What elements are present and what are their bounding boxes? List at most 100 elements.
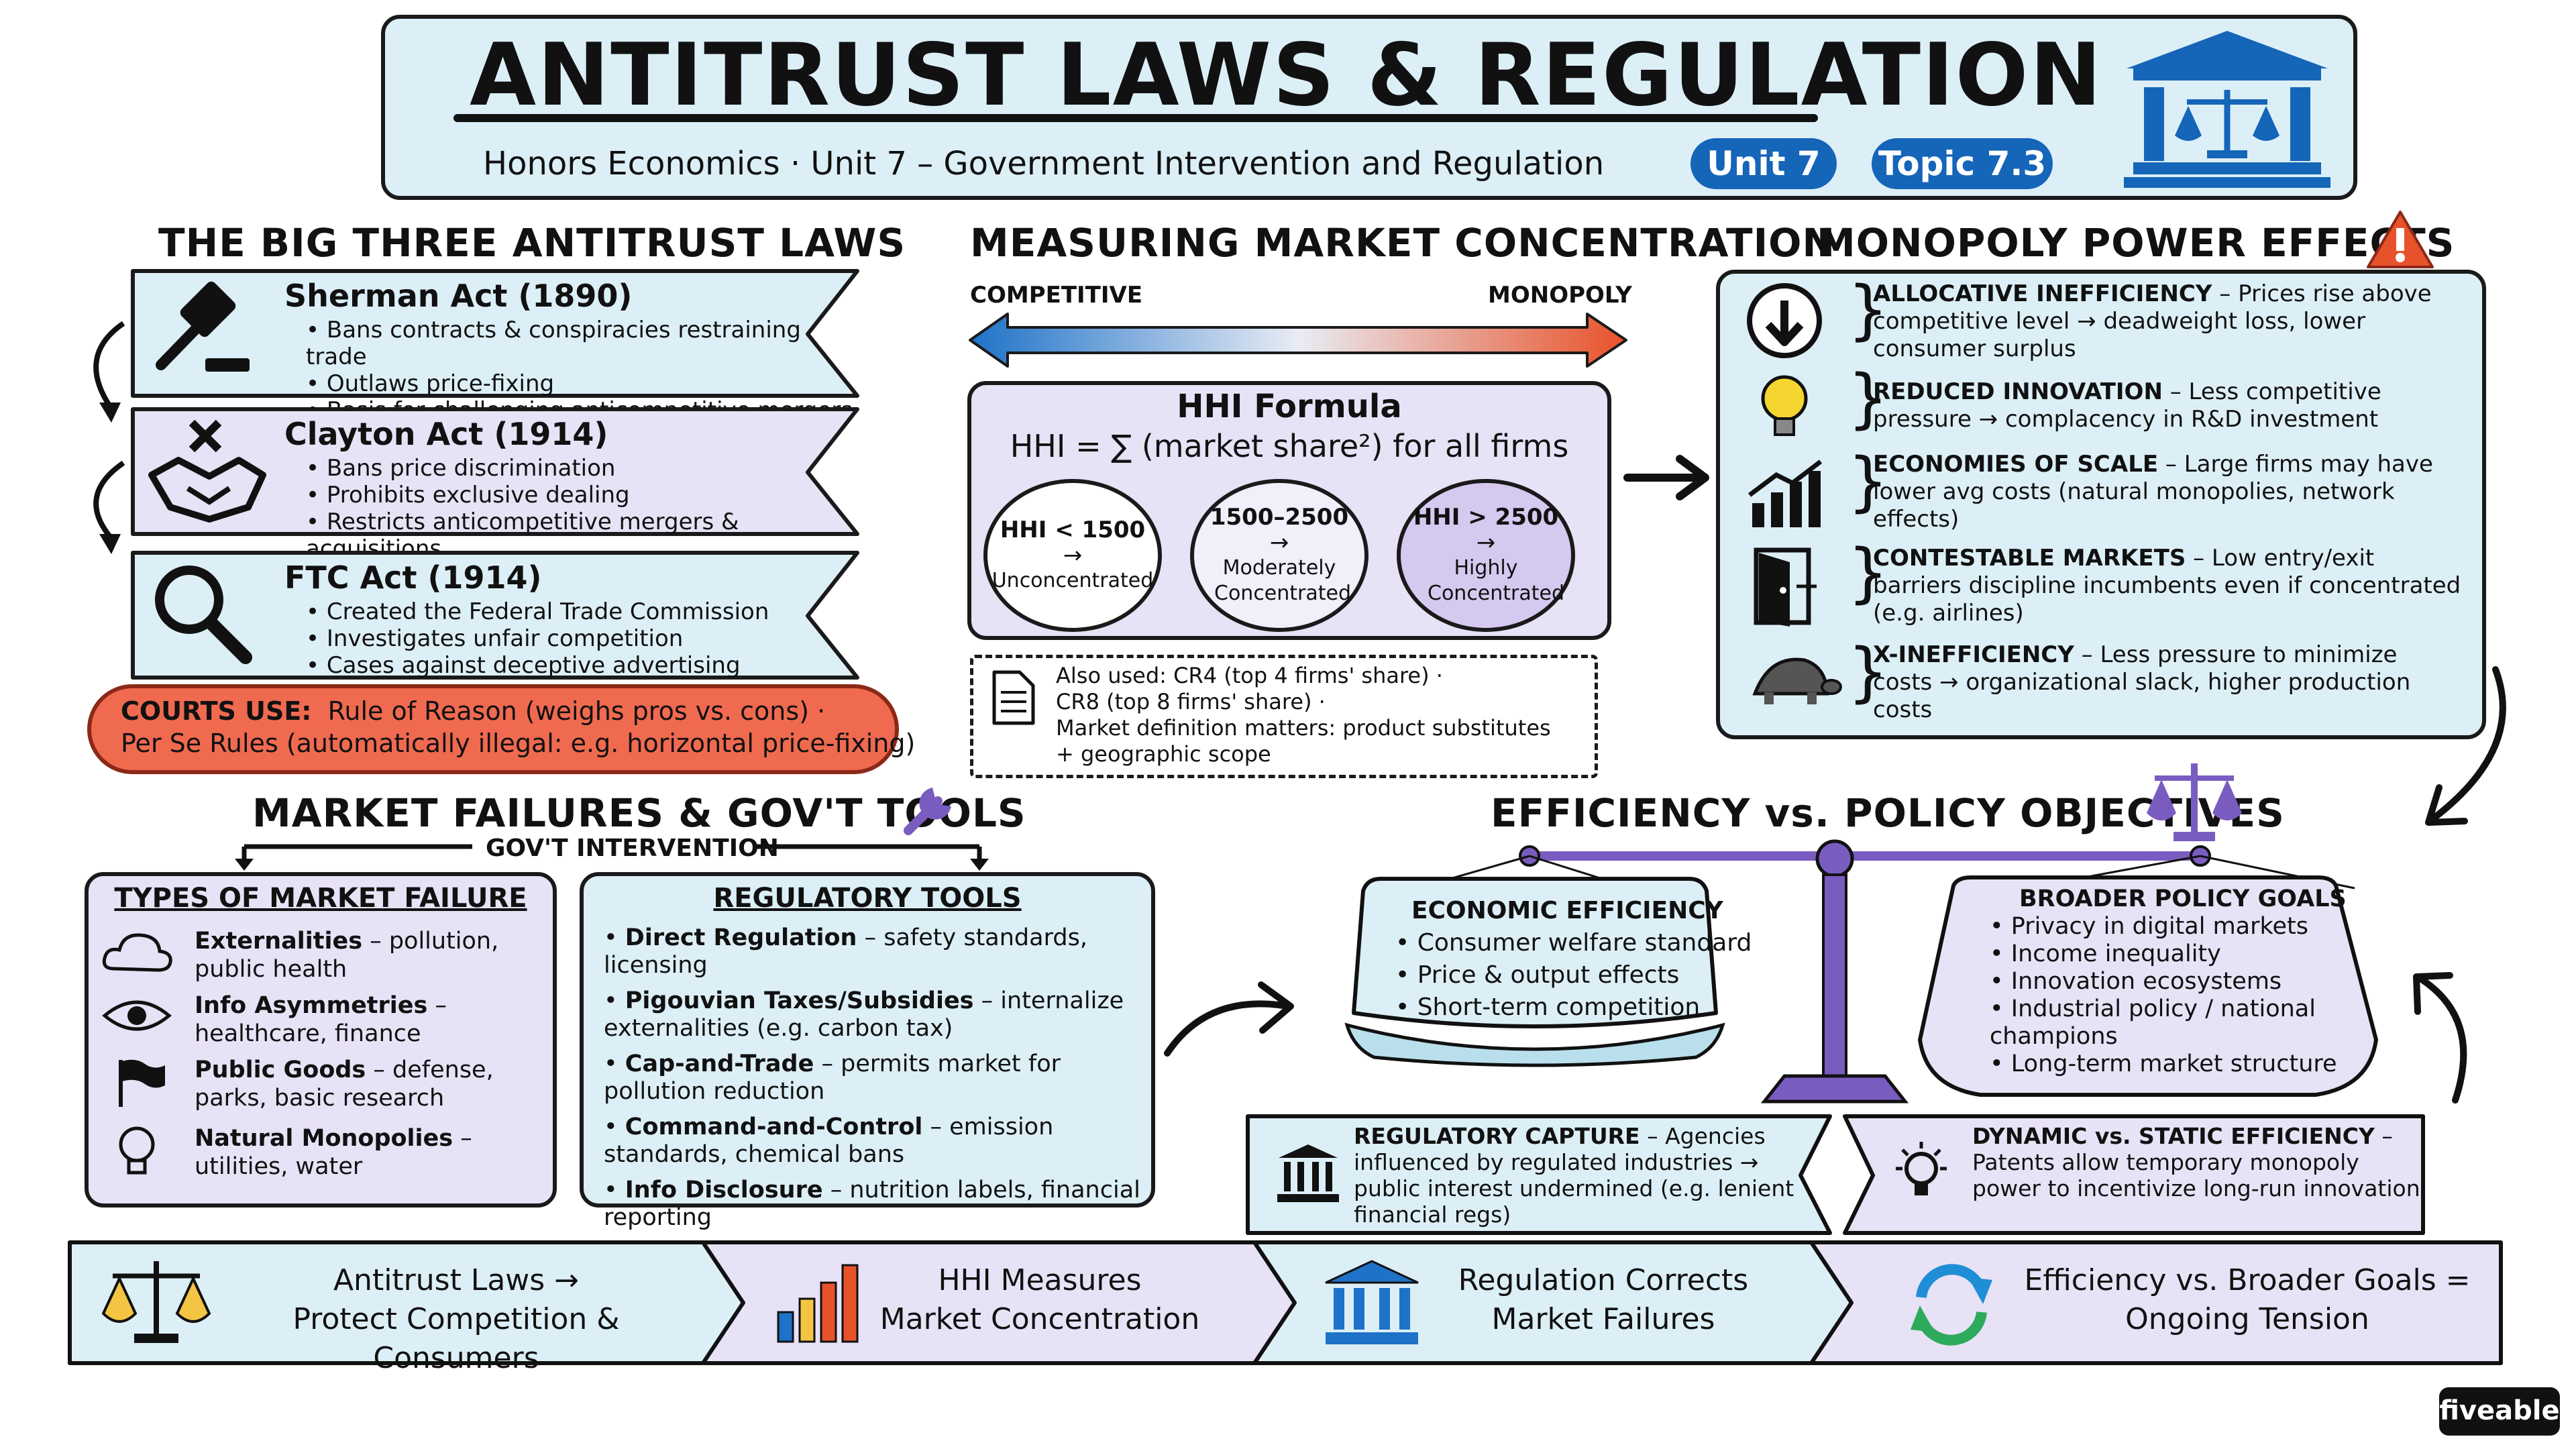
intervention-label: GOV'T INTERVENTION [486, 835, 779, 862]
note-text: – Patents allow temporary monopoly power… [1972, 1123, 2420, 1201]
flag-icon [119, 1059, 165, 1107]
law-point: Prohibits exclusive dealing [306, 482, 861, 508]
law-points: Created the Federal Trade Commission Inv… [306, 598, 769, 679]
growth-chart-icon [1748, 460, 1823, 527]
lightbulb-icon [119, 1126, 155, 1175]
pan-item: Price & output effects [1395, 959, 1752, 991]
pan-item: Privacy in digital markets [1990, 913, 2347, 941]
tool-text: – internalize externalities (e.g. carbon… [604, 987, 1124, 1042]
brace-mark: } [1847, 272, 1889, 347]
effect-allocative: ALLOCATIVE INEFFICIENCY – Prices rise ab… [1873, 280, 2463, 363]
hhi-range: 1500–2500 [1210, 504, 1349, 531]
scales-icon [2147, 763, 2242, 841]
pan-item: Industrial policy / national champions [1990, 996, 2325, 1051]
summary-line: Market Concentration [879, 1302, 1200, 1336]
law-point: Bans contracts & conspiracies restrainin… [306, 317, 861, 370]
tool-text: – permits market for pollution reduction [604, 1051, 1061, 1105]
law-points: Bans price discrimination Prohibits excl… [306, 455, 861, 562]
turtle-icon [1752, 657, 1842, 704]
effect-title: REDUCED INNOVATION [1873, 378, 2163, 405]
courts-use-callout [87, 684, 899, 774]
tool-item: Cap-and-Trade – permits market for pollu… [604, 1051, 1148, 1106]
law-name: FTC Act (1914) [284, 559, 542, 596]
hhi-formula: HHI = ∑ (market share²) for all firms [1010, 428, 1569, 464]
monopoly-heading: MONOPOLY POWER EFFECTS [1817, 220, 2455, 266]
tool-item: Direct Regulation – safety standards, li… [604, 924, 1148, 979]
courthouse-icon [2124, 31, 2330, 188]
down-arrow-icon [1747, 283, 1822, 358]
summary-line: HHI Measures [938, 1263, 1142, 1297]
effect-x-inefficiency: X-INEFFICIENCY – Less pressure to minimi… [1873, 641, 2463, 724]
pan-title: BROADER POLICY GOALS [2019, 885, 2347, 912]
tool-title: Command-and-Control [625, 1114, 923, 1140]
concentration-notes-box [970, 655, 1598, 778]
failures-heading: MARKET FAILURES & GOV'T TOOLS [252, 790, 1026, 836]
effect-text: – Prices rise above competitive level → … [1873, 280, 2432, 362]
summary-line: Efficiency vs. Broader Goals = [2024, 1263, 2471, 1297]
law-name: Sherman Act (1890) [284, 278, 633, 314]
title-underline [453, 114, 1818, 122]
monopoly-effects-box [1716, 270, 2486, 739]
wrench-icon [904, 788, 951, 835]
cloud-icon [102, 933, 172, 972]
hhi-arrow: → [1476, 529, 1496, 556]
concentration-gradient-arrow [969, 313, 1627, 368]
summary-line: Antitrust Laws → [333, 1263, 580, 1297]
summary-item-2: HHI Measures Market Concentration [872, 1261, 1208, 1339]
law-points: Bans contracts & conspiracies restrainin… [306, 317, 861, 424]
failure-title: Public Goods [195, 1057, 366, 1083]
tool-text: – nutrition labels, financial reporting [604, 1177, 1140, 1231]
tools-list: Direct Regulation – safety standards, li… [604, 924, 1148, 1240]
bar-chart-icon [777, 1264, 859, 1343]
law-card-ftc: FTC Act (1914) Created the Federal Trade… [130, 550, 861, 680]
note-title: DYNAMIC vs. STATIC EFFICIENCY [1972, 1123, 2375, 1149]
institution-icon [1325, 1260, 1419, 1344]
types-title: TYPES OF MARKET FAILURE [114, 883, 527, 914]
failure-text: – pollution, public health [195, 928, 499, 983]
failure-title: Externalities [195, 928, 363, 955]
law-card-clayton: Clayton Act (1914) Bans price discrimina… [130, 407, 861, 562]
unit-badge: Unit 7 [1690, 138, 1837, 189]
hhi-label: Unconcentrated [991, 569, 1154, 592]
economic-efficiency-text: ECONOMIC EFFICIENCY Consumer welfare sta… [1395, 895, 1752, 1024]
balance-scale-graphic [1375, 839, 2355, 1104]
idea-bulb-icon [1896, 1142, 1947, 1195]
brace-mark: } [1847, 535, 1889, 610]
pan-title: ECONOMIC EFFICIENCY [1411, 897, 1723, 924]
arrow-to-scale [1164, 981, 1294, 1057]
note-line: Also used: CR4 (top 4 firms' share) · [1056, 663, 1443, 688]
effect-text: – Low entry/exit barriers discipline inc… [1873, 545, 2461, 627]
law-point: Cases against deceptive advertising [306, 652, 769, 679]
arrow-to-effects [1623, 455, 1709, 500]
effect-text: – Less pressure to minimize costs → orga… [1873, 641, 2411, 723]
failure-externalities: Externalities – pollution, public health [195, 927, 543, 983]
courts-label: COURTS USE: [121, 696, 312, 726]
competitive-label: COMPETITIVE [970, 282, 1143, 309]
document-icon [992, 670, 1035, 725]
summary-line: Market Failures [1491, 1302, 1715, 1336]
dynamic-efficiency-text: DYNAMIC vs. STATIC EFFICIENCY – Patents … [1972, 1123, 2422, 1201]
effect-contestable: CONTESTABLE MARKETS – Low entry/exit bar… [1873, 545, 2463, 627]
pan-item: Long-term market structure [1990, 1051, 2347, 1078]
effect-scale: ECONOMIES OF SCALE – Large firms may hav… [1873, 451, 2463, 533]
courts-line: Rule of Reason (weighs pros vs. cons) · [327, 696, 826, 726]
institution-icon [1277, 1144, 1339, 1202]
fiveable-logo: fiveable [2439, 1387, 2560, 1436]
handshake-icon [148, 419, 266, 523]
page-title: ANTITRUST LAWS & REGULATION [470, 25, 2103, 125]
arrow-to-efficiency [2425, 666, 2506, 826]
regulatory-capture-ribbon [1246, 1114, 1832, 1235]
tool-title: Direct Regulation [625, 924, 857, 951]
note-line: Market definition matters: product subst… [1056, 715, 1551, 741]
hhi-range: HHI > 2500 [1413, 504, 1559, 531]
failure-info-asymmetries: Info Asymmetries – healthcare, finance [195, 991, 543, 1048]
failure-title: Info Asymmetries [195, 992, 428, 1019]
hhi-arrow: → [1063, 542, 1083, 569]
note-text: – Agencies influenced by regulated indus… [1354, 1123, 1794, 1228]
intervention-arrows [235, 844, 989, 871]
monopoly-label: MONOPOLY [1488, 282, 1632, 309]
failure-text: – healthcare, finance [195, 992, 447, 1047]
law-point: Outlaws price-fixing [306, 370, 861, 397]
failure-text: – utilities, water [195, 1125, 472, 1180]
note-line: + geographic scope [1056, 741, 1271, 767]
